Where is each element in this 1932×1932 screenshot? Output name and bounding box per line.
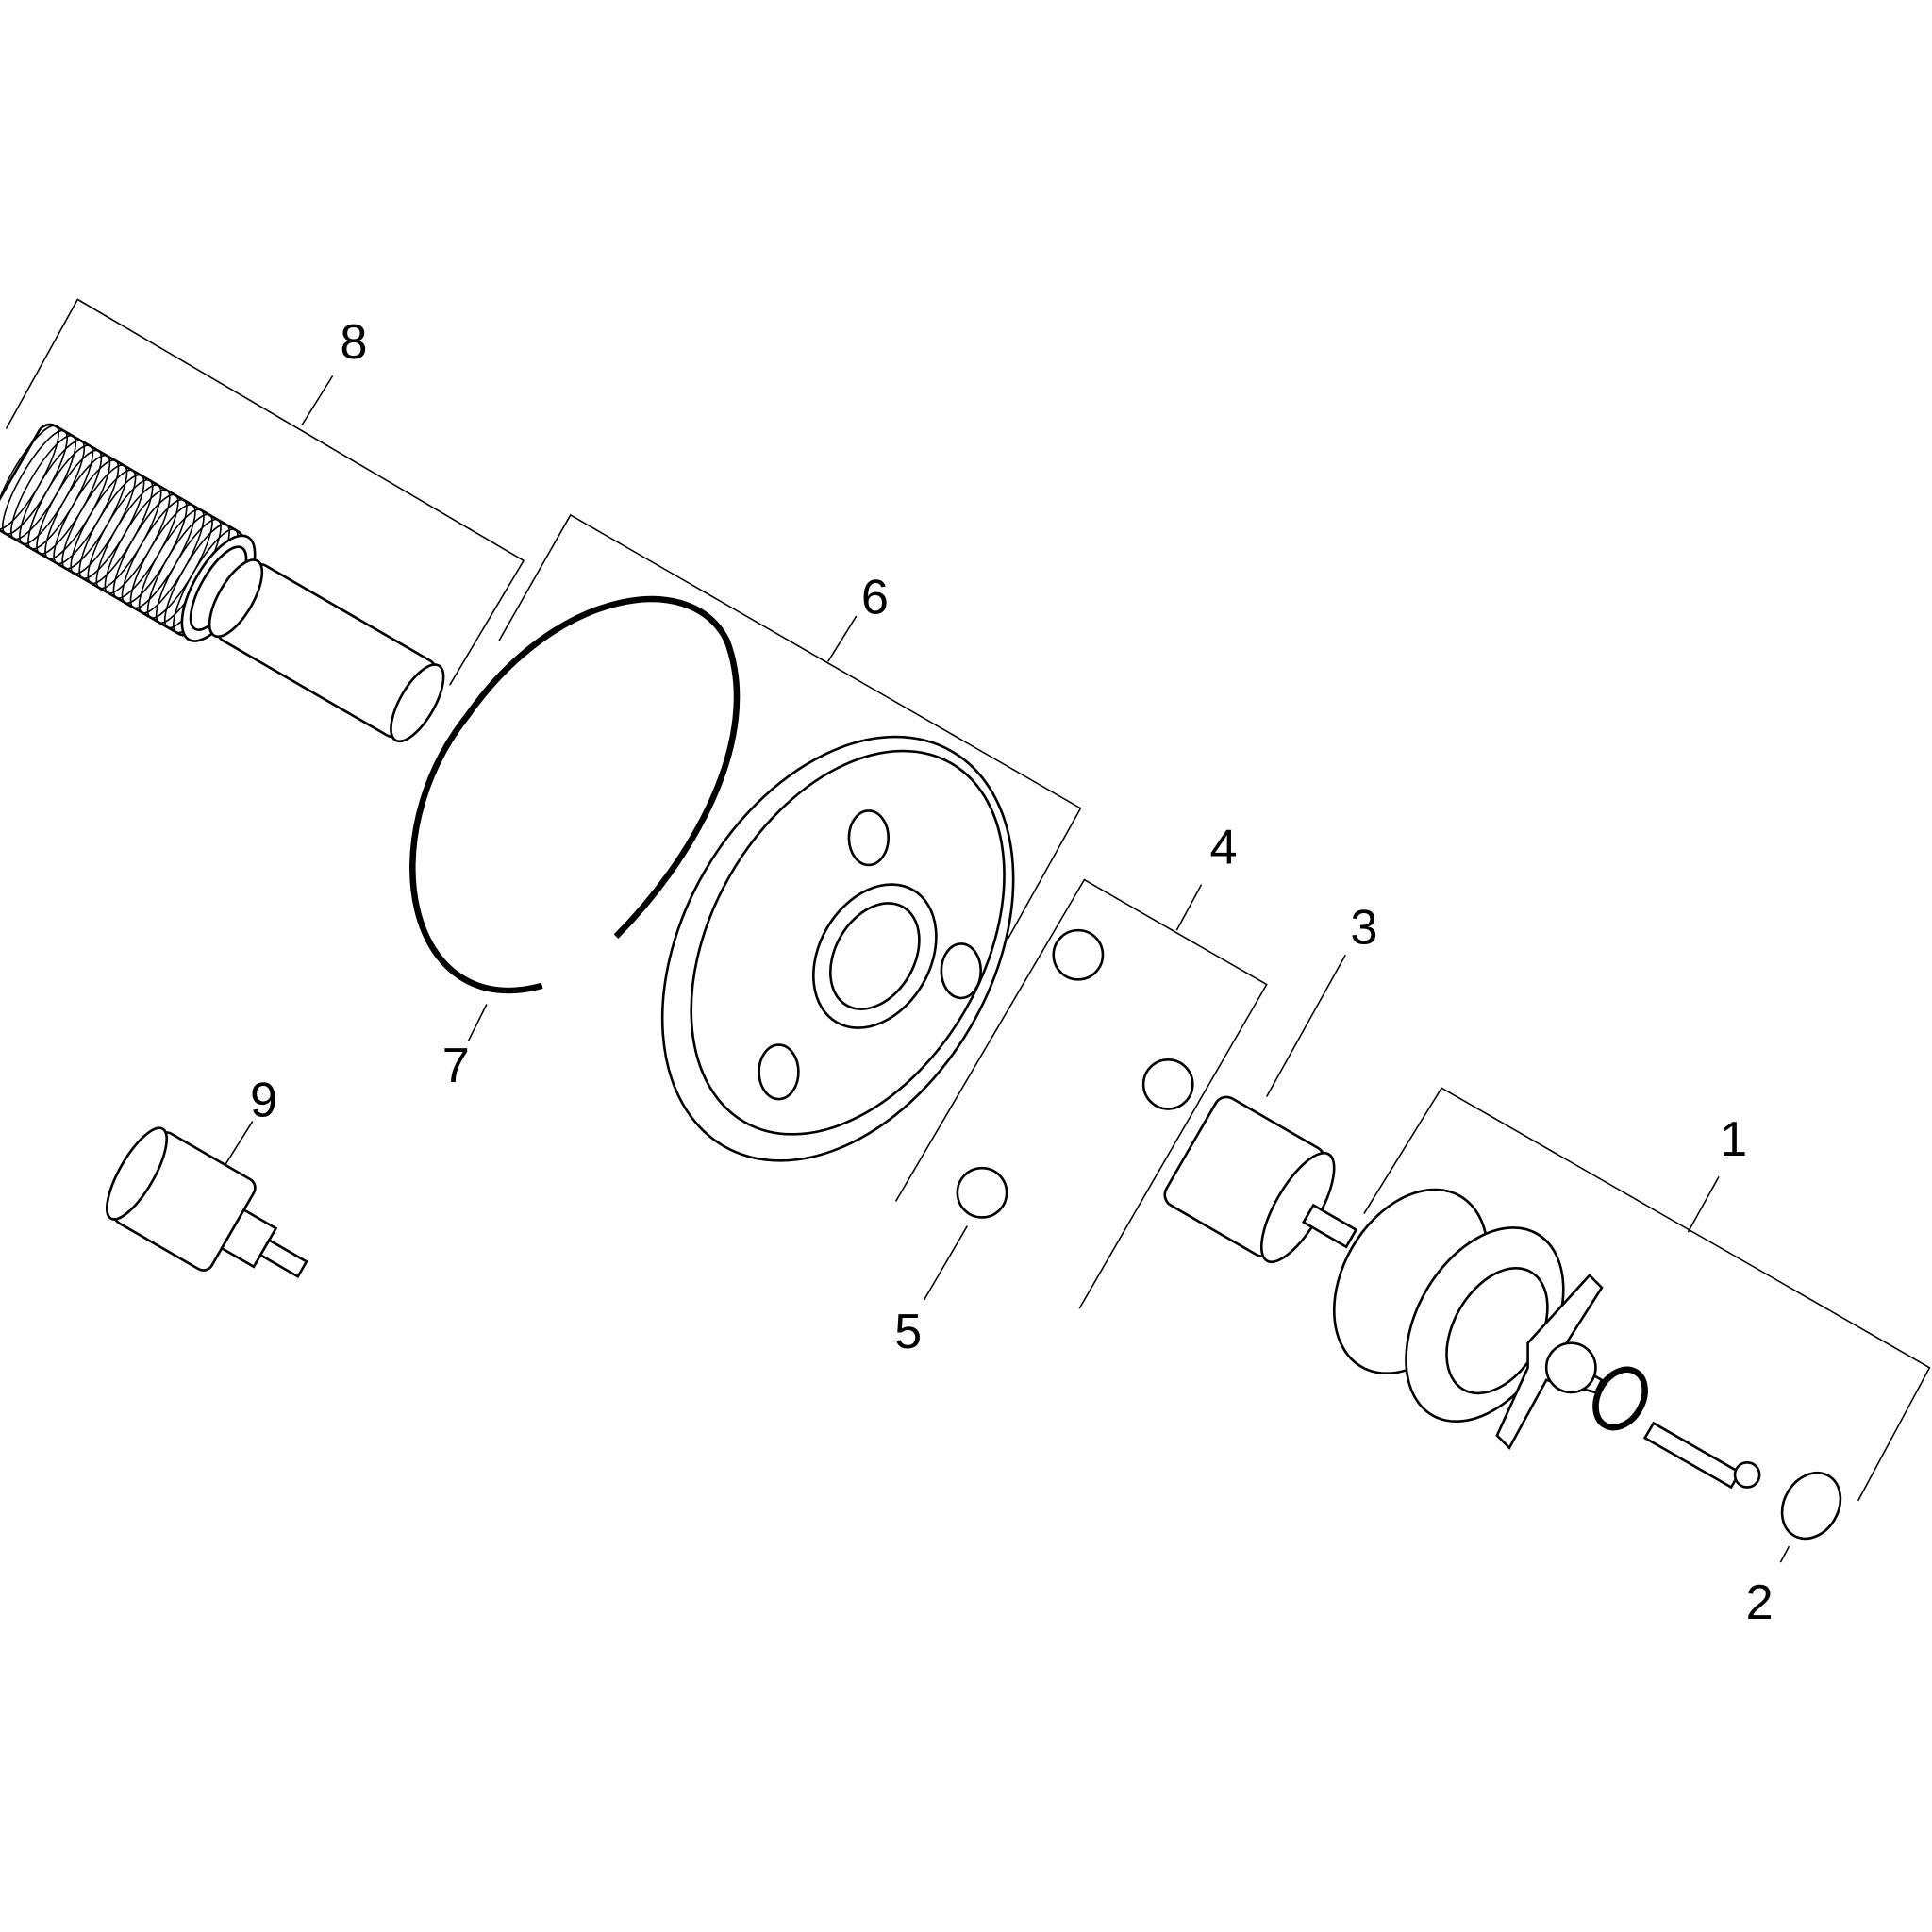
part-9-cartridge bbox=[106, 1121, 308, 1279]
label-1: 1 bbox=[1720, 1112, 1747, 1167]
part-6-escutcheon-plate bbox=[660, 735, 1015, 1162]
bracket-4 bbox=[894, 878, 1268, 1309]
part-5-indicator-cap bbox=[923, 1166, 1008, 1301]
label-2: 2 bbox=[1746, 1575, 1774, 1630]
part-2-cover-cap bbox=[1779, 1471, 1842, 1563]
bracket-8 bbox=[5, 298, 525, 686]
part-1-handle-assembly bbox=[1332, 1188, 1761, 1490]
part-8-extension-sleeves bbox=[0, 423, 445, 743]
part-4-indicator-caps bbox=[1052, 928, 1194, 1110]
label-6: 6 bbox=[861, 570, 889, 625]
bracket-1 bbox=[1363, 1087, 1931, 1502]
label-8: 8 bbox=[340, 315, 367, 370]
label-5: 5 bbox=[894, 1305, 922, 1359]
part-7-retaining-ring bbox=[409, 596, 741, 994]
label-9: 9 bbox=[250, 1073, 277, 1127]
label-4: 4 bbox=[1209, 821, 1237, 875]
leader-7 bbox=[467, 1004, 488, 1042]
bracket-6 bbox=[498, 513, 1082, 940]
label-7: 7 bbox=[442, 1039, 470, 1093]
label-3: 3 bbox=[1350, 900, 1377, 955]
part-3-cartridge bbox=[1163, 954, 1358, 1264]
